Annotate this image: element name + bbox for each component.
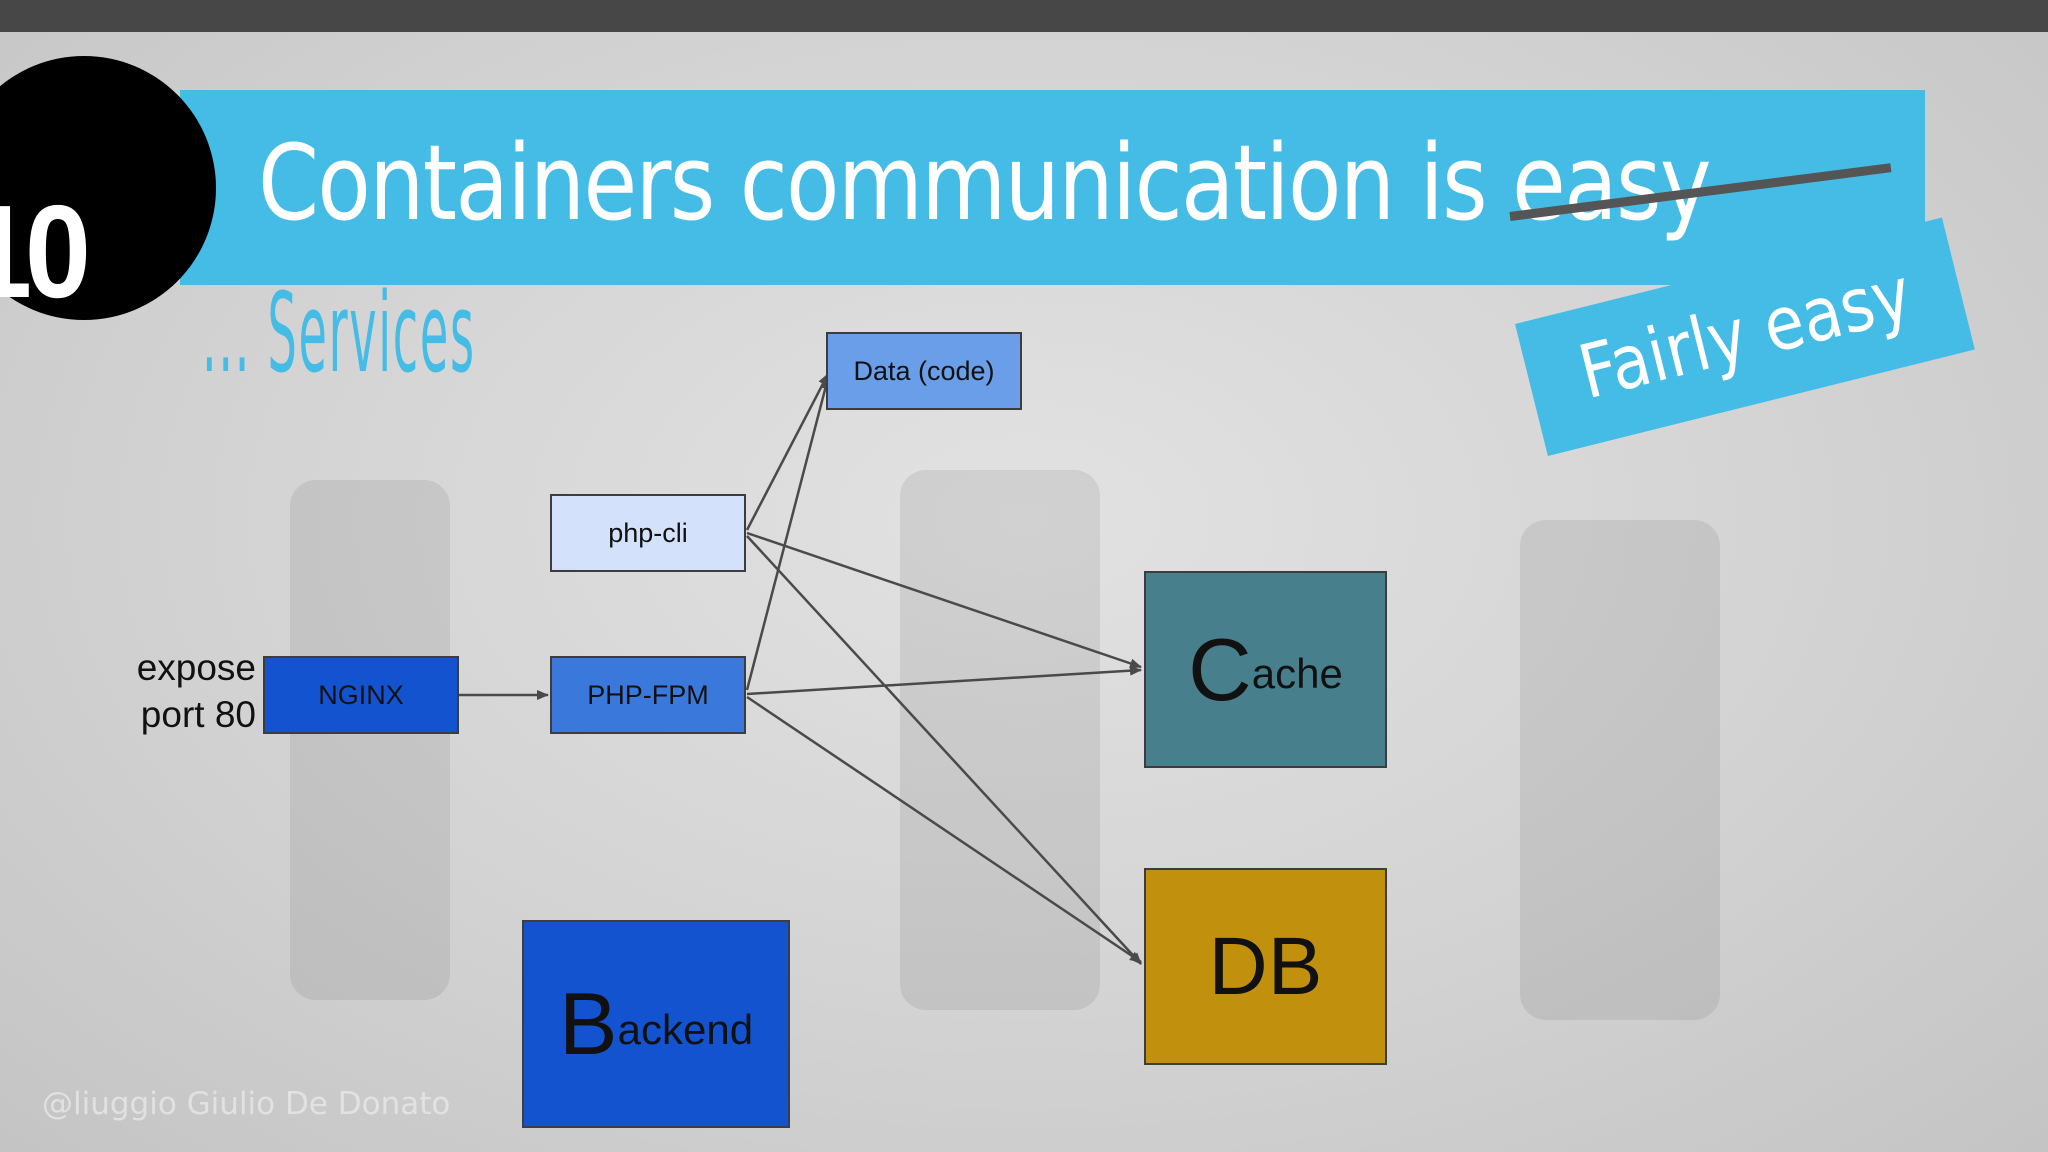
php-cli-node: php-cli (550, 494, 746, 572)
edge-fpm-db (746, 695, 1142, 964)
slide-number: 10 (0, 178, 91, 325)
php-cli-label: php-cli (608, 517, 688, 548)
edge-fpm-cache (746, 665, 1142, 696)
title-band (180, 90, 1925, 285)
background-phone-icon (270, 440, 470, 1060)
backend-label: ackend (617, 1006, 754, 1053)
nginx-label: NGINX (318, 679, 404, 710)
author-watermark: @liuggio Giulio De Donato (42, 1086, 451, 1122)
backend-initial: B (558, 974, 618, 1073)
slide-number-badge: 10 (0, 56, 216, 325)
edge-fpm-data (745, 377, 831, 691)
expose-port-label: expose port 80 (112, 644, 256, 738)
expose-line-1: expose (136, 647, 256, 688)
php-fpm-label: PHP-FPM (587, 679, 709, 710)
php-fpm-node: PHP-FPM (550, 656, 746, 734)
cache-initial: C (1188, 619, 1252, 719)
data-code-label: Data (code) (853, 355, 995, 386)
expose-line-2: port 80 (140, 694, 256, 735)
slide-title: Containers communication is easy (258, 122, 1712, 244)
data-code-node: Data (code) (826, 332, 1022, 410)
edge-cli-db (746, 535, 1142, 965)
section-subtitle: ... Services (202, 269, 476, 397)
cache-label: ache (1251, 649, 1343, 697)
top-bar (0, 0, 2048, 32)
background-phone-icon (1500, 480, 1740, 1080)
edge-cli-cache (746, 531, 1142, 669)
nginx-node: NGINX (263, 656, 459, 734)
db-label: DB (1208, 920, 1323, 1012)
edge-cli-data (745, 373, 830, 531)
db-node: DB (1144, 868, 1387, 1065)
